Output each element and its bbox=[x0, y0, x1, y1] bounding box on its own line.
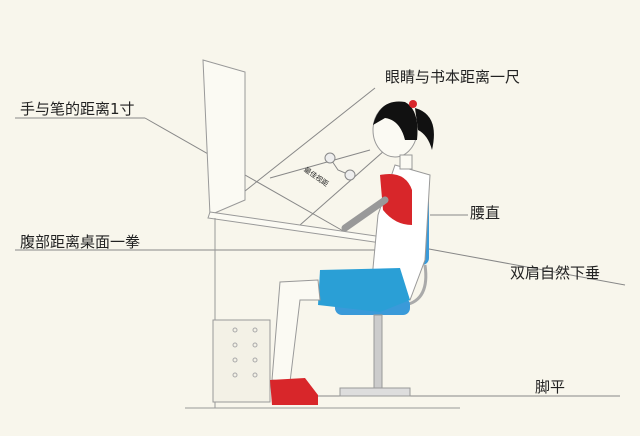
label-hand-pen: 手与笔的距离1寸 bbox=[20, 100, 135, 118]
label-feet: 脚平 bbox=[535, 378, 566, 396]
view-markers bbox=[324, 152, 356, 181]
label-waist: 腰直 bbox=[470, 204, 501, 222]
label-eye-distance: 眼睛与书本距离一尺 bbox=[385, 68, 521, 86]
label-belly-desk: 腹部距离桌面一拳 bbox=[20, 233, 141, 251]
desk bbox=[202, 59, 391, 408]
girl bbox=[270, 100, 434, 405]
label-shoulders: 双肩自然下垂 bbox=[510, 264, 601, 282]
drawer-dots bbox=[232, 327, 258, 378]
